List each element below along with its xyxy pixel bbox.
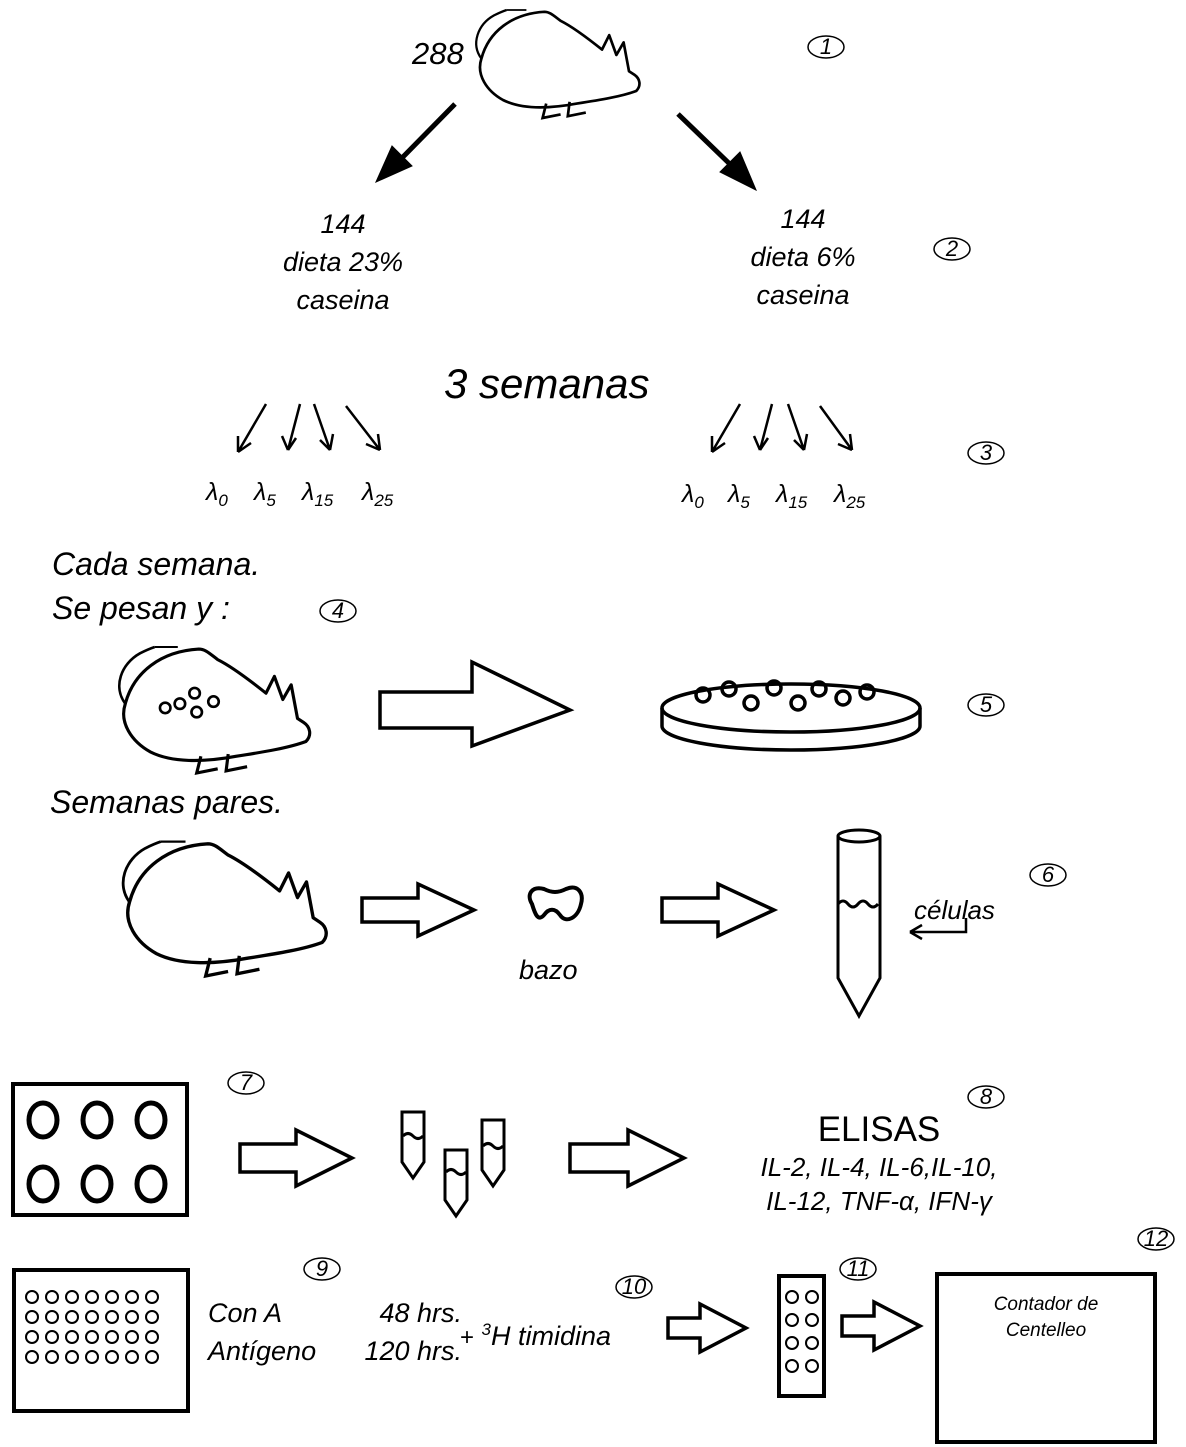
duration-label: 3 semanas bbox=[444, 360, 650, 407]
tube-icon bbox=[836, 828, 968, 1020]
plus-sign: + bbox=[460, 1324, 475, 1351]
step-marker: 8 bbox=[966, 1084, 1006, 1110]
elisa-line1: IL-2, IL-4, IL-6,IL-10, bbox=[760, 1152, 998, 1182]
times-label: 48 hrs. 120 hrs. bbox=[352, 1294, 462, 1370]
dose-label: λ25 bbox=[362, 478, 394, 510]
plate-icon bbox=[11, 1082, 189, 1217]
counter-box bbox=[935, 1272, 1157, 1444]
step-marker: 12 bbox=[1136, 1226, 1176, 1252]
step-marker: 3 bbox=[966, 440, 1006, 466]
stimuli-line1: Con A bbox=[208, 1298, 283, 1328]
counter-line1: Contador de bbox=[993, 1294, 1099, 1315]
mouse-icon bbox=[474, 8, 641, 120]
step-marker: 1 bbox=[806, 34, 846, 60]
step-marker: 4 bbox=[318, 598, 358, 624]
dose-label: λ0 bbox=[206, 478, 228, 510]
group-6: 144 dieta 6% caseina bbox=[698, 200, 908, 314]
group-diet: dieta 23% bbox=[282, 247, 404, 277]
dose-label: λ5 bbox=[728, 480, 750, 512]
dose-label: λ25 bbox=[834, 480, 866, 512]
spleen-icon bbox=[527, 885, 584, 922]
step-marker: 5 bbox=[966, 692, 1006, 718]
group-protein: caseina bbox=[756, 280, 850, 310]
stimuli-line2: Antígeno bbox=[208, 1336, 317, 1366]
step-marker: 10 bbox=[614, 1274, 654, 1300]
group-23: 144 dieta 23% caseina bbox=[238, 205, 448, 319]
dish-icon bbox=[660, 679, 922, 752]
group-count: 144 bbox=[320, 209, 366, 239]
cells-label: células bbox=[914, 895, 995, 925]
plate-icon bbox=[12, 1268, 190, 1413]
step-marker: 11 bbox=[838, 1256, 878, 1282]
step-marker: 6 bbox=[1028, 862, 1068, 888]
even-weeks-label: Semanas pares. bbox=[50, 784, 284, 820]
tube-icon bbox=[400, 1110, 506, 1219]
elisa-line2: IL-12, TNF-α, IFN-γ bbox=[766, 1186, 992, 1216]
elisa-block: ELISAS IL-2, IL-4, IL-6,IL-10, IL-12, TN… bbox=[694, 1110, 1064, 1218]
isotope-sup: 3 bbox=[481, 1320, 491, 1339]
thymidine-text: H timidina bbox=[491, 1321, 612, 1351]
plate-icon bbox=[777, 1274, 826, 1398]
stimuli-label: Con A Antígeno bbox=[208, 1294, 316, 1370]
total-count: 288 bbox=[412, 36, 464, 71]
mouse-icon bbox=[121, 839, 328, 978]
group-protein: caseina bbox=[296, 285, 390, 315]
thymidine-label: + 3H timidina bbox=[460, 1320, 611, 1352]
step-marker: 2 bbox=[932, 236, 972, 262]
step-marker: 9 bbox=[302, 1256, 342, 1282]
spleen-label: bazo bbox=[519, 955, 578, 985]
group-count: 144 bbox=[780, 204, 826, 234]
arrow-icon bbox=[375, 102, 757, 192]
dose-label: λ15 bbox=[302, 478, 334, 510]
counter-label: Contador de Centelleo bbox=[937, 1292, 1155, 1344]
arrow-icon bbox=[236, 403, 854, 454]
weekly-line1: Cada semana. bbox=[52, 546, 261, 582]
counter-line2: Centelleo bbox=[1005, 1320, 1087, 1341]
times-line2: 120 hrs. bbox=[364, 1336, 462, 1366]
dose-label: λ15 bbox=[776, 480, 808, 512]
dose-label: λ5 bbox=[254, 478, 276, 510]
arrow-icon bbox=[238, 659, 924, 1355]
dose-label: λ0 bbox=[682, 480, 704, 512]
step-marker: 7 bbox=[226, 1070, 266, 1096]
times-line1: 48 hrs. bbox=[379, 1298, 462, 1328]
elisa-title: ELISAS bbox=[817, 1110, 941, 1149]
mouse-icon bbox=[117, 645, 312, 775]
group-diet: dieta 6% bbox=[750, 242, 856, 272]
weekly-line2: Se pesan y : bbox=[52, 590, 230, 626]
